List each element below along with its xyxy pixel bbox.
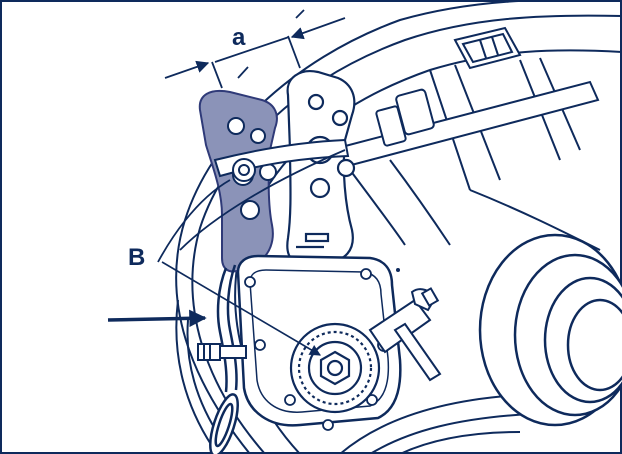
hub [478, 233, 622, 427]
adjuster-rod [328, 80, 600, 170]
cable-clip [453, 26, 522, 70]
cable-fitting [197, 343, 247, 361]
dimension-label-a: a [232, 24, 246, 51]
main-lever [286, 70, 356, 264]
callout-label-b: B [128, 244, 146, 271]
adjuster-wheel [289, 322, 381, 414]
cable-loop [209, 264, 239, 454]
slack-arm [368, 287, 442, 382]
arrow-right-icon [107, 309, 207, 328]
strap [213, 138, 350, 182]
dimension-a [157, 9, 346, 263]
reference-dot [396, 268, 400, 272]
leader-b [161, 261, 321, 356]
